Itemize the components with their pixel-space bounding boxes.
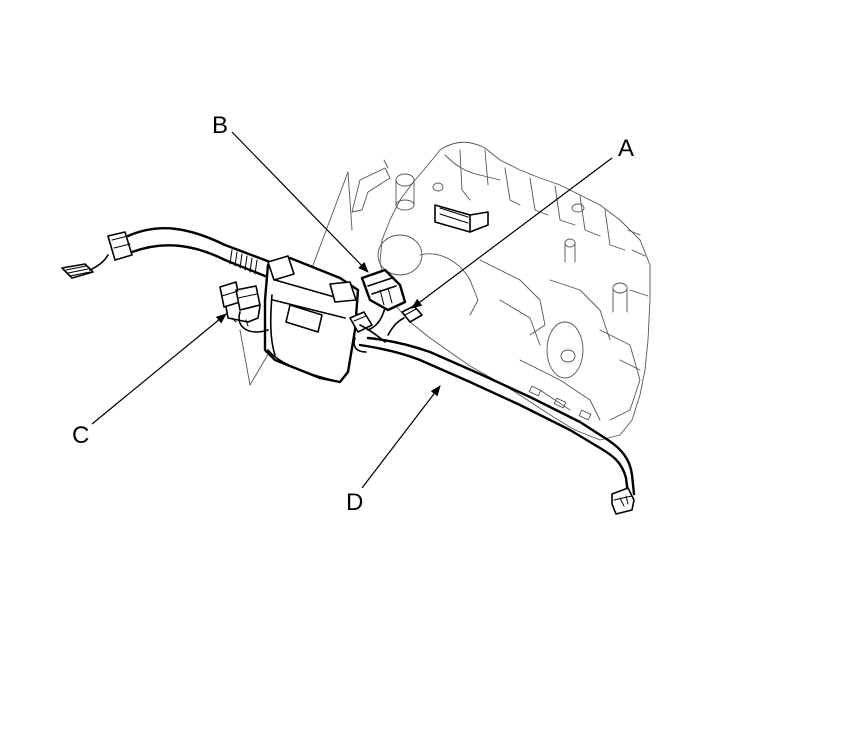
callout-label-b: B <box>212 112 228 139</box>
connector-b <box>360 268 407 331</box>
left-end-connector <box>61 263 94 279</box>
connector-c <box>219 281 269 333</box>
box-side-connector <box>349 311 373 333</box>
harness-d-end-connector <box>611 487 635 515</box>
harness-d <box>353 324 636 496</box>
callout-leaders <box>91 131 613 489</box>
leader-b <box>231 131 369 273</box>
callout-label-a: A <box>618 135 634 162</box>
engine-top-connector <box>434 204 489 233</box>
callout-label-c: C <box>72 422 89 449</box>
callout-label-d: D <box>346 489 363 516</box>
leader-a <box>411 157 613 309</box>
engine-outline <box>351 141 651 441</box>
leader-c <box>91 313 227 425</box>
connector-a <box>387 305 423 336</box>
wiring-harness <box>61 227 272 279</box>
leader-d <box>361 385 441 489</box>
harness-junction-box <box>263 255 360 384</box>
